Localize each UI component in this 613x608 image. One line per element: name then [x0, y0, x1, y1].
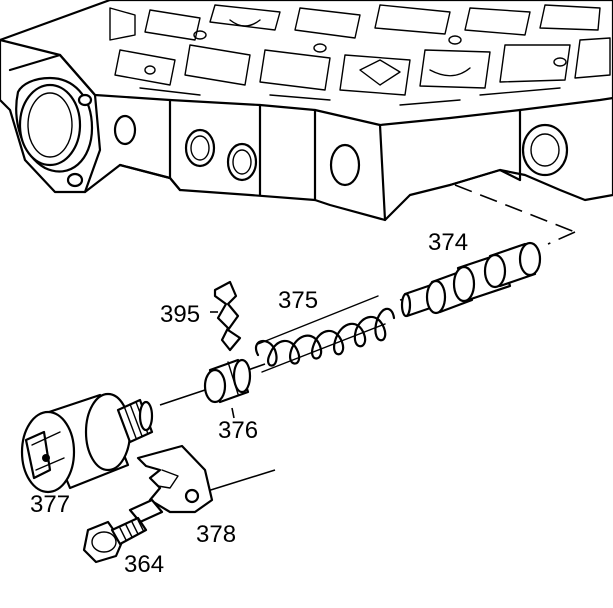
- bracket-378: [128, 444, 214, 524]
- label-364: 364: [124, 551, 164, 578]
- label-374: 374: [428, 229, 468, 256]
- label-375: 375: [278, 287, 318, 314]
- plug-376: [203, 358, 252, 404]
- label-376: 376: [218, 417, 258, 444]
- spring-375: [255, 295, 396, 373]
- leader-376: [231, 407, 235, 419]
- label-395: 395: [160, 301, 200, 328]
- valve-374: [400, 241, 542, 318]
- solenoid-377: [20, 392, 154, 494]
- bolt-364: [82, 516, 148, 564]
- assembly-axis-lines: [159, 184, 576, 499]
- clip-395: [213, 280, 242, 352]
- label-378: 378: [196, 521, 236, 548]
- valve-body-casting: [0, 0, 613, 222]
- label-377: 377: [30, 491, 70, 518]
